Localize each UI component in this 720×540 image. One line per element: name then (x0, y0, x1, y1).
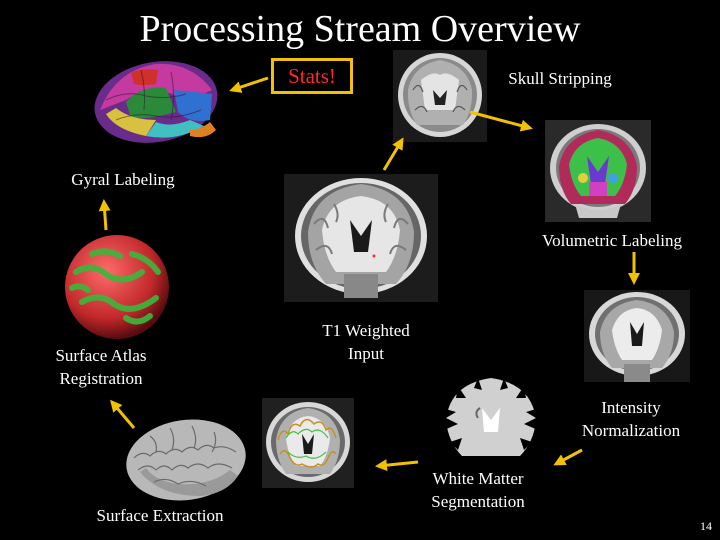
arrow-wm-to-overlay (378, 462, 418, 466)
arrow-skull-to-volumetric (470, 112, 530, 128)
arrow-stats-to-gyral (232, 78, 268, 90)
arrow-surface-to-atlas (112, 402, 134, 428)
arrow-input-to-skull (384, 140, 402, 170)
arrow-intensity-to-wm (556, 450, 582, 464)
arrow-atlas-to-gyral (104, 202, 106, 230)
